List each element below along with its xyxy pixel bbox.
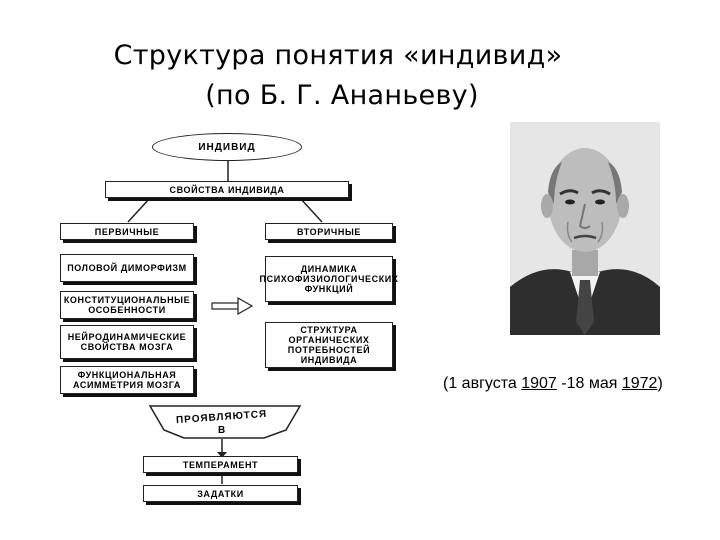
primary-item-neurodynamic: НЕЙРОДИНАМИЧЕСКИЕ СВОЙСТВА МОЗГА	[60, 325, 194, 359]
death-year-link[interactable]: 1972	[621, 375, 658, 392]
manifest-preposition: В	[218, 425, 226, 436]
connector-line	[127, 197, 151, 223]
primary-header: ПЕРВИЧНЫЕ	[60, 223, 194, 240]
primary-item-constitutional: КОНСТИТУЦИОНАЛЬНЫЕ ОСОБЕННОСТИ	[60, 291, 194, 319]
life-dates-caption: (1 августа 1907 -18 мая 1972)	[443, 375, 663, 393]
connector-line	[299, 197, 323, 223]
birth-year-link[interactable]: 1907	[521, 375, 557, 392]
portrait-image	[510, 122, 660, 335]
secondary-item-organic-needs: СТРУКТУРА ОРГАНИЧЕСКИХ ПОТРЕБНОСТЕЙ ИНДИ…	[265, 322, 393, 368]
manifest-badge-shape	[148, 405, 302, 439]
slide-title-line-2: (по Б. Г. Ананьеву)	[205, 80, 479, 111]
primary-item-asymmetry: ФУНКЦИОНАЛЬНАЯ АСИММЕТРИЯ МОЗГА	[60, 366, 194, 394]
arrowhead	[217, 452, 227, 458]
secondary-item-psychophysiological: ДИНАМИКА ПСИХОФИЗИОЛОГИЧЕСКИХ ФУНКЦИЙ	[260, 256, 398, 302]
primary-to-secondary-arrow	[211, 296, 254, 316]
caption-open: (1 августа	[443, 375, 522, 392]
secondary-header: ВТОРИЧНЫЕ	[265, 223, 393, 240]
caption-close: )	[657, 375, 663, 392]
properties-node: СВОЙСТВА ИНДИВИДА	[105, 181, 349, 198]
primary-item-sexual-dimorphism: ПОЛОВОЙ ДИМОРФИЗМ	[60, 254, 194, 282]
slide-title-line-1: Структура понятия «индивид»	[113, 40, 563, 71]
portrait-photo	[510, 122, 660, 335]
inclinations-node: ЗАДАТКИ	[143, 485, 298, 502]
caption-mid: -18 мая	[556, 375, 622, 392]
root-individual-node: ИНДИВИД	[152, 133, 302, 161]
temperament-node: ТЕМПЕРАМЕНТ	[143, 456, 298, 473]
